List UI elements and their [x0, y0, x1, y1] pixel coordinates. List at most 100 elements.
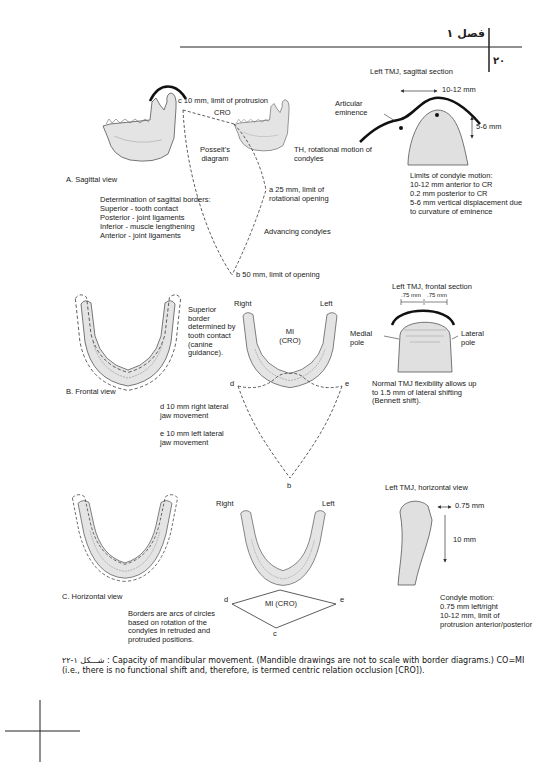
tmj-frontal-section	[392, 311, 454, 325]
tmj-sagittal-section	[384, 114, 395, 121]
part-name: Lateral pole	[461, 330, 497, 347]
tmj-frontal-section	[452, 336, 458, 339]
horizontal-view	[232, 590, 336, 628]
tmj-frontal-section	[425, 302, 447, 303]
dimension-label: 5-6 mm	[476, 123, 501, 132]
position-label: CRO	[214, 109, 231, 118]
tmj-sagittal-section	[401, 91, 437, 92]
border-point-label: e	[340, 596, 344, 605]
note-heading: Limits of condyle motion:	[410, 172, 493, 181]
frontal-view	[238, 386, 290, 478]
tmj-frontal-section	[401, 302, 423, 303]
border-point-label: e	[345, 380, 349, 389]
note-text: d 10 mm right lateral jaw movement	[160, 403, 232, 420]
border-point-label: d	[230, 380, 234, 389]
dimension-label: 0.75 mm	[455, 502, 484, 511]
note-line: 10-12 mm anterior to CR	[410, 181, 493, 190]
frontal-view	[75, 295, 342, 478]
view-title: A. Sagittal view	[66, 176, 117, 185]
border-point-label: c	[273, 630, 277, 639]
part-name: Articular eminence	[335, 100, 383, 117]
position-label: MI (CRO)	[260, 600, 302, 609]
page-header	[180, 47, 522, 48]
view-title: C. Horizontal view	[62, 593, 122, 602]
dimension-label: 10-12 mm	[442, 86, 476, 95]
tmj-sagittal-section	[408, 110, 468, 165]
side-label: Left	[320, 300, 333, 309]
horizontal-view	[72, 495, 177, 582]
page-header	[488, 28, 490, 72]
frontal-view	[290, 386, 342, 478]
border-point-label: a 25 mm, limit of rotational opening	[269, 186, 354, 203]
crop-marks	[5, 700, 80, 762]
dimension-label: .75 mm	[401, 292, 421, 299]
side-label: Left	[322, 500, 335, 509]
tmj-frontal-section	[404, 330, 446, 342]
border-point-label: d	[224, 596, 228, 605]
tmj-sagittal-section	[360, 98, 480, 142]
view-title: Left TMJ, horizontal view	[385, 484, 468, 493]
tmj-horizontal-view	[438, 507, 451, 508]
horizontal-view	[241, 511, 326, 586]
figure-caption: شـــکل ۱-۲۲ : Capacity of mandibular mov…	[62, 656, 532, 677]
sagittal-view	[103, 93, 176, 161]
frontal-view	[75, 295, 180, 391]
view-title: Left TMJ, sagittal section	[370, 68, 453, 77]
part-name: Medial pole	[350, 330, 384, 347]
sagittal-view	[103, 87, 289, 275]
sagittal-view	[183, 110, 232, 275]
note-text: Superior border determined by tooth cont…	[188, 306, 240, 358]
note-line: 5-6 mm vertical displacement due to curv…	[410, 199, 530, 216]
frontal-view	[81, 301, 175, 386]
motion-label: TH, rotational motion of condyles	[294, 146, 374, 163]
page-number: ۲۰	[493, 55, 505, 67]
note-text: Normal TMJ flexibility allows up to 1.5 …	[372, 380, 482, 406]
side-label: Right	[216, 500, 234, 509]
tmj-horizontal-view	[398, 501, 432, 585]
tmj-frontal-section	[447, 299, 448, 305]
crop-marks	[5, 731, 80, 732]
view-title: Left TMJ, frontal section	[392, 283, 472, 292]
note-line: Inferior - muscle lengthening	[100, 223, 195, 232]
note-line: 10-12 mm, limit of protrusion anterior/p…	[440, 612, 535, 629]
note-line: Superior - tooth contact	[100, 205, 178, 214]
note-heading: Determination of sagittal borders:	[100, 196, 210, 205]
note-line: Anterior - joint ligaments	[100, 232, 181, 241]
tmj-horizontal-view	[445, 515, 446, 562]
tmj-sagittal-section	[399, 126, 403, 130]
tmj-frontal-section	[424, 299, 425, 305]
horizontal-view	[78, 501, 172, 579]
position-label: MI (CRO)	[275, 328, 305, 345]
horizontal-view	[72, 495, 336, 628]
note-text: e 10 mm left lateral jaw movement	[160, 430, 232, 447]
note-line: 0.2 mm posterior to CR	[410, 190, 488, 199]
diagram-label: Posselt's diagram	[194, 146, 236, 163]
frontal-view	[238, 373, 342, 388]
note-heading: Condyle motion:	[440, 594, 494, 603]
tmj-frontal-section	[384, 336, 399, 339]
chapter-label: فصل ۱	[420, 28, 485, 41]
tmj-sagittal-section	[435, 113, 439, 117]
note-text: Borders are arcs of circles based on rot…	[128, 610, 226, 645]
side-label: Right	[234, 300, 252, 309]
frontal-view	[243, 313, 337, 388]
page-header	[180, 28, 522, 72]
sagittal-view	[234, 100, 289, 151]
sagittal-view	[183, 110, 234, 124]
tmj-sagittal-section	[360, 91, 480, 165]
tmj-frontal-section	[384, 299, 458, 372]
tmj-sagittal-section	[472, 117, 473, 138]
border-point-label: b 50 mm, limit of opening	[236, 271, 320, 280]
note-line: 0.75 mm left/right	[440, 603, 498, 612]
dimension-label: 10 mm	[453, 536, 476, 545]
motion-label: Advancing condyles	[264, 228, 331, 237]
note-line: Posterior - joint ligaments	[100, 214, 185, 223]
tmj-frontal-section	[401, 299, 402, 305]
view-title: B. Frontal view	[66, 388, 116, 397]
tmj-frontal-section	[398, 322, 452, 372]
dimension-label: .75 mm	[427, 292, 447, 299]
border-point-label: c 10 mm, limit of protrusion	[178, 97, 268, 106]
tmj-horizontal-view	[398, 501, 451, 585]
sagittal-view	[232, 124, 266, 275]
